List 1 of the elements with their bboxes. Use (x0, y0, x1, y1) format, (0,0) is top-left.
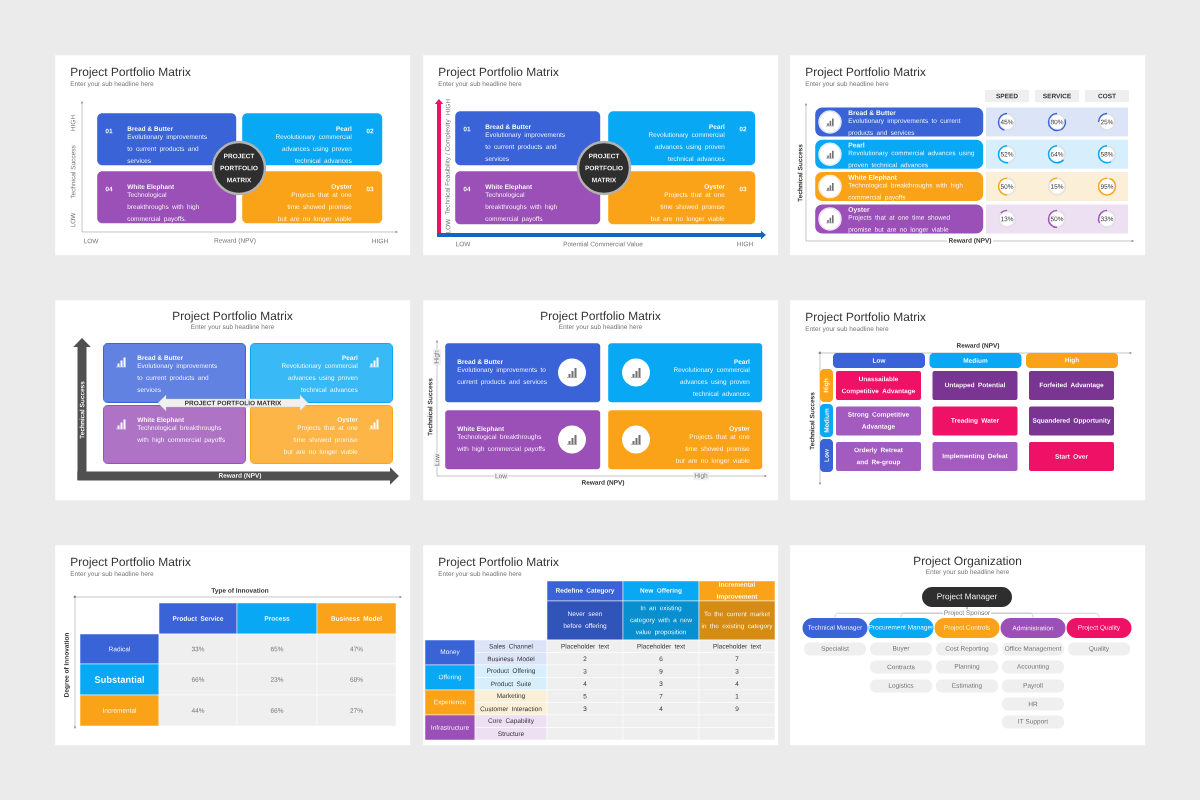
row-header: Substantial (79, 663, 160, 696)
